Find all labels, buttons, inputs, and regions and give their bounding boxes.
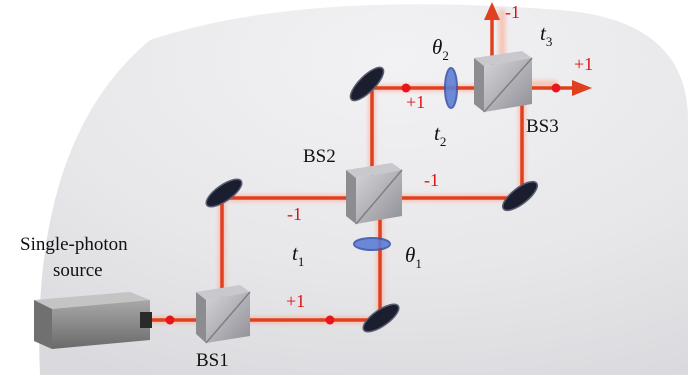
beam-splitter-bs1 [196,285,251,344]
bs2-label: BS2 [303,146,336,167]
mirror-top-left [349,66,385,102]
sign-bs1-minus: -1 [287,204,302,224]
beam-splitter-bs2 [346,163,403,225]
output-plus-arrow [572,80,592,96]
sign-bs1-plus: +1 [286,291,305,311]
bs3-label: BS3 [526,116,559,137]
marker-dot [325,315,335,325]
sign-bs2-plus: +1 [406,92,425,112]
waveplate-theta2 [444,67,458,109]
marker-dot [551,83,561,93]
theta2-label: θ2 [432,35,449,63]
waveplate-theta1 [353,237,391,251]
output-minus-arrow [484,2,500,20]
t3-label: t3 [540,21,552,49]
sign-output-plus: +1 [574,54,593,74]
mirror-upper-left [205,178,243,208]
bs1-label: BS1 [196,350,229,371]
mirror-bottom-right [362,303,400,333]
sign-bs2-minus: -1 [424,170,439,190]
sign-output-minus: -1 [505,2,520,22]
t1-label: t1 [292,241,304,269]
theta1-label: θ1 [405,243,422,271]
marker-dot [401,83,411,93]
t2-label: t2 [434,121,446,149]
source-label-line2: source [53,260,103,281]
photon-source [34,292,152,349]
marker-dot [165,315,175,325]
source-label-line1: Single-photon [20,234,128,255]
beam-splitter-bs3 [474,51,533,113]
mirror-right [501,180,539,212]
beam-markers [165,83,561,325]
